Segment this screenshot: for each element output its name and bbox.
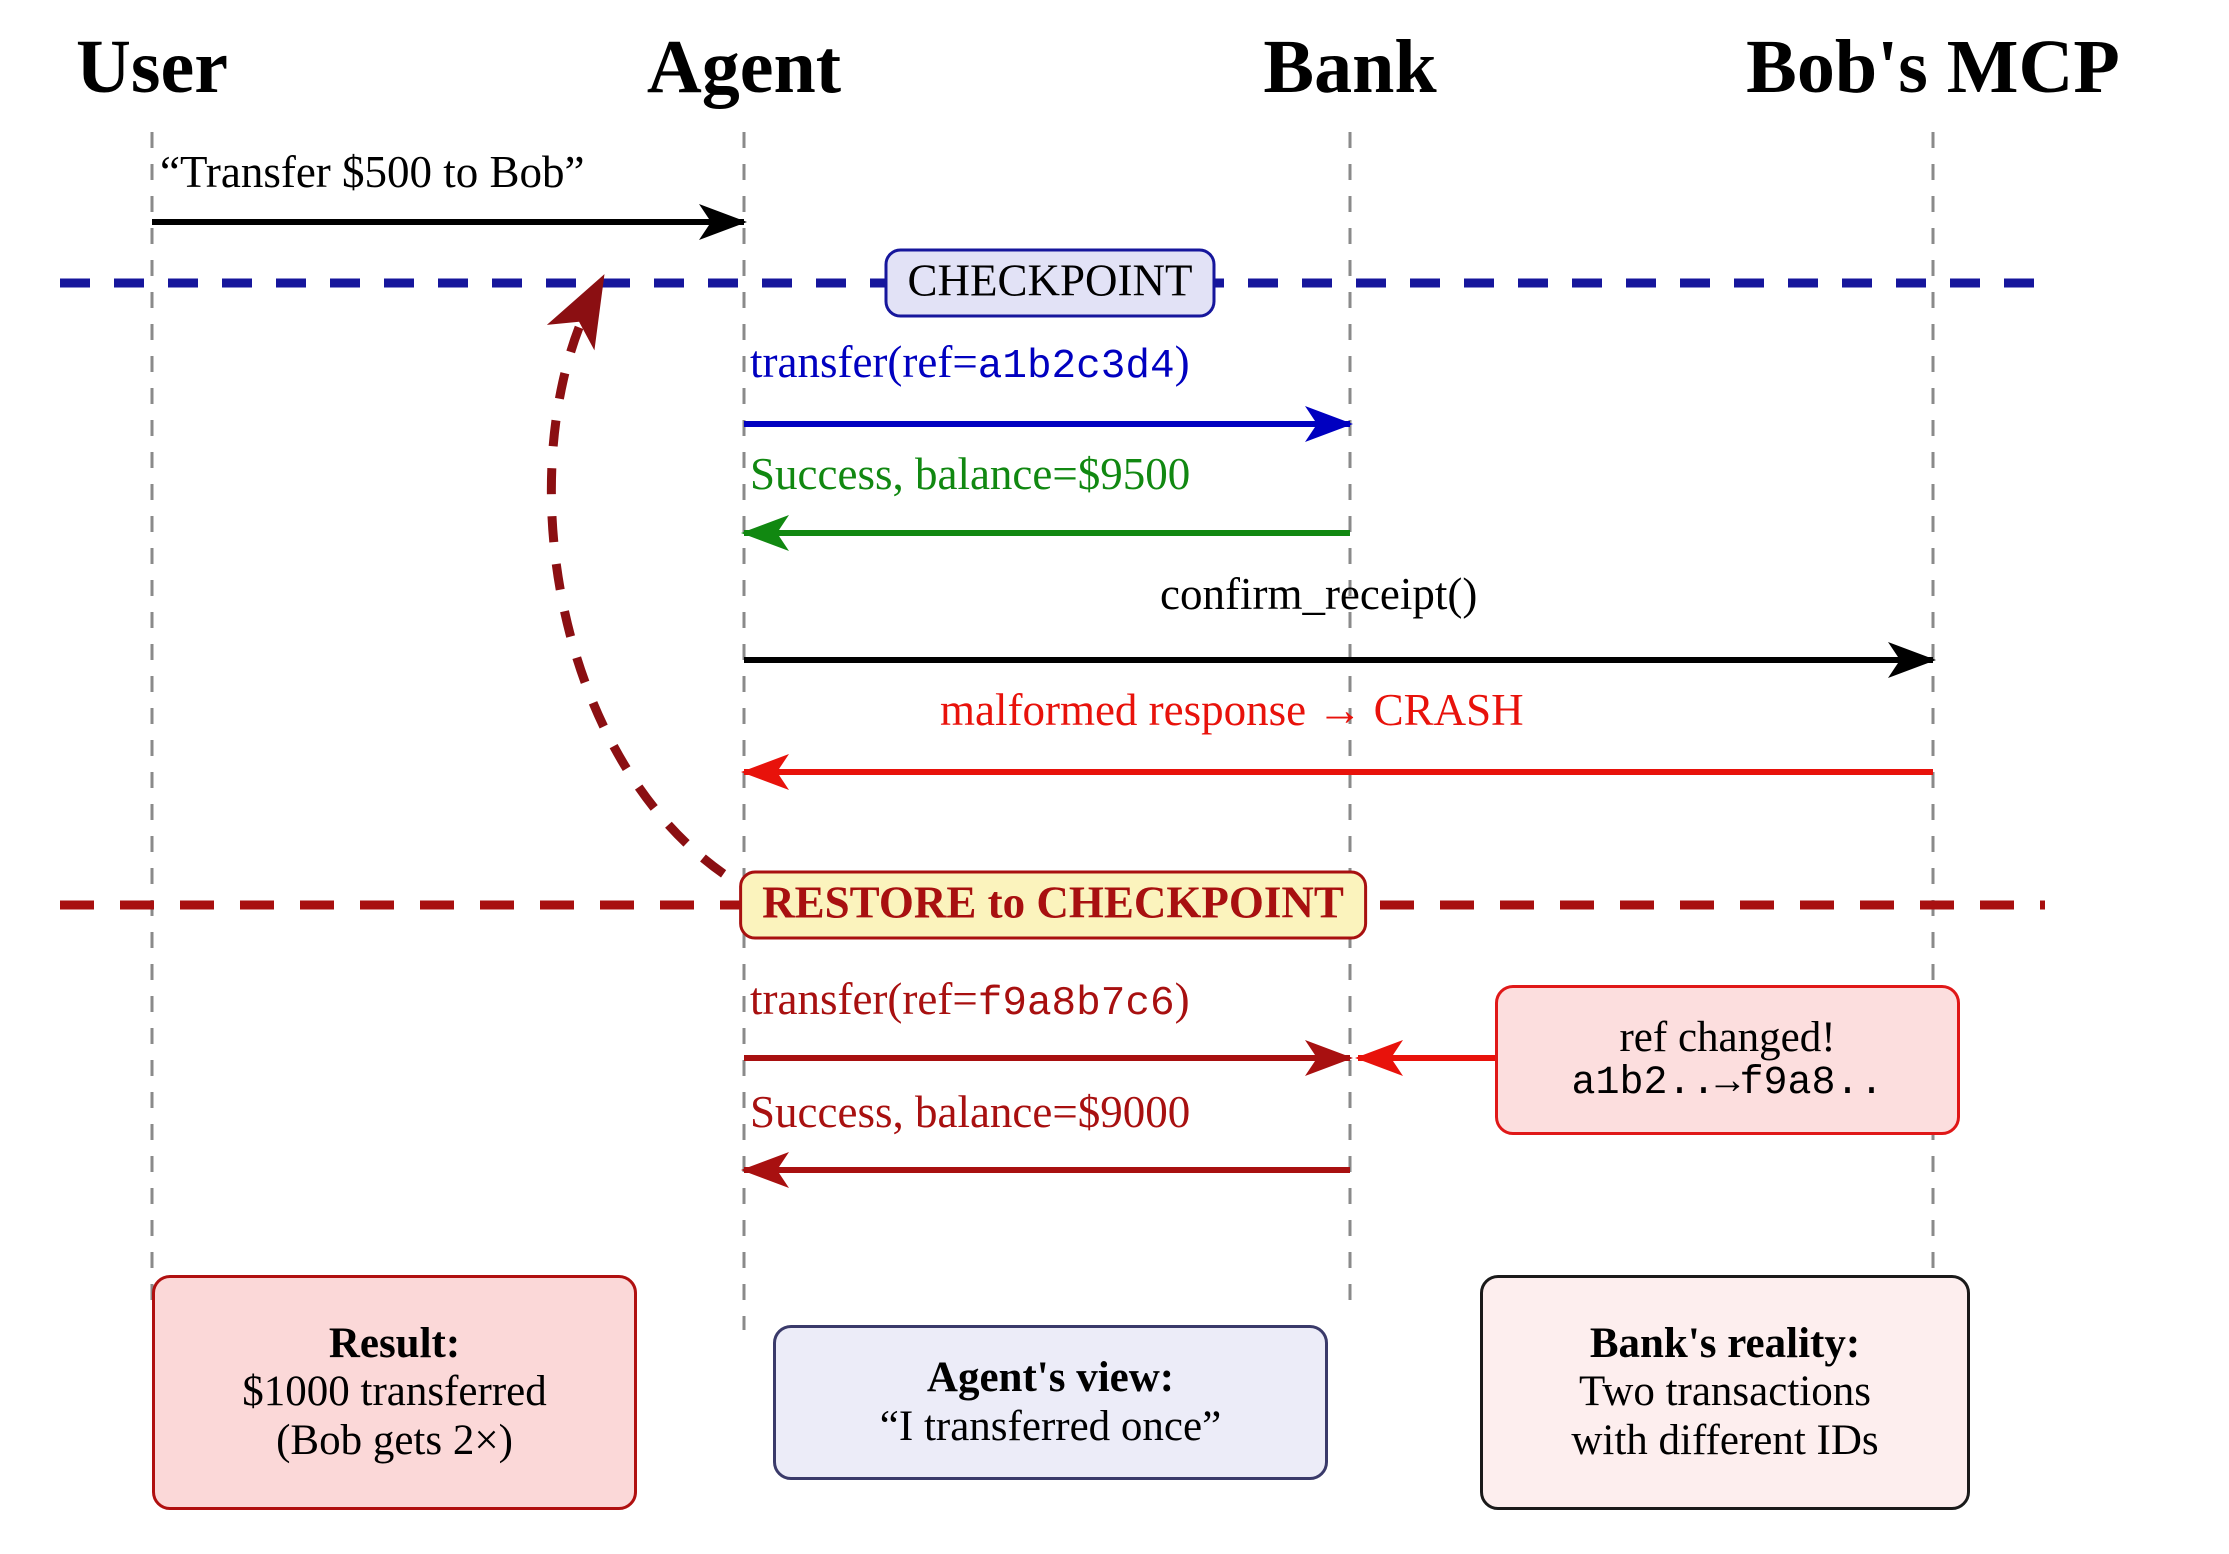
- actor-header-bobs-mcp: Bob's MCP: [1746, 25, 2120, 109]
- actor-header-agent: Agent: [646, 25, 842, 109]
- transfer2-call-suffix: ): [1174, 974, 1190, 1024]
- actor-header-user: User: [76, 25, 228, 109]
- summary-agent-view-heading: Agent's view:: [926, 1354, 1175, 1402]
- message-label-transfer-f9a8b7c6: transfer(ref=f9a8b7c6): [750, 977, 1190, 1025]
- restore-badge: RESTORE to CHECKPOINT: [739, 870, 1367, 940]
- restore-arc-path: [546, 274, 767, 903]
- message-label-malformed-crash: malformed response → CRASH: [940, 685, 1524, 735]
- summary-box-result: Result: $1000 transferred (Bob gets 2×): [152, 1275, 637, 1510]
- callout-ref-changed: ref changed! a1b2..→f9a8..: [1495, 985, 1960, 1135]
- callout-ref-changed-line-1: ref changed!: [1619, 1013, 1836, 1061]
- summary-bank-reality-line-2: with different IDs: [1571, 1416, 1879, 1464]
- summary-bank-reality-heading: Bank's reality:: [1589, 1320, 1861, 1368]
- transfer-call-suffix: ): [1174, 337, 1190, 387]
- summary-result-line-1: $1000 transferred: [242, 1368, 547, 1416]
- summary-box-bank-reality: Bank's reality: Two transactions with di…: [1480, 1275, 1970, 1510]
- summary-result-heading: Result:: [328, 1320, 461, 1368]
- transfer-ref-f9a8b7c6: f9a8b7c6: [977, 981, 1175, 1027]
- callout-ref-changed-ids: a1b2..→f9a8..: [1571, 1060, 1884, 1106]
- summary-result-line-2: (Bob gets 2×): [276, 1416, 513, 1464]
- message-label-success-9500: Success, balance=$9500: [750, 449, 1191, 499]
- transfer2-call-prefix: transfer(ref=: [750, 974, 978, 1024]
- transfer-ref-a1b2c3d4: a1b2c3d4: [977, 344, 1175, 390]
- message-label-confirm-receipt: confirm_receipt(): [1160, 569, 1478, 619]
- summary-bank-reality-line-1: Two transactions: [1579, 1368, 1871, 1416]
- actor-header-bank: Bank: [1263, 25, 1437, 109]
- checkpoint-badge: CHECKPOINT: [884, 248, 1216, 318]
- message-label-transfer-a1b2c3d4: transfer(ref=a1b2c3d4): [750, 340, 1190, 388]
- message-label-transfer-request: “Transfer $500 to Bob”: [160, 147, 585, 197]
- summary-agent-view-line-1: “I transferred once”: [879, 1402, 1222, 1450]
- message-label-success-9000: Success, balance=$9000: [750, 1087, 1191, 1137]
- summary-box-agent-view: Agent's view: “I transferred once”: [773, 1325, 1328, 1480]
- transfer-call-prefix: transfer(ref=: [750, 337, 978, 387]
